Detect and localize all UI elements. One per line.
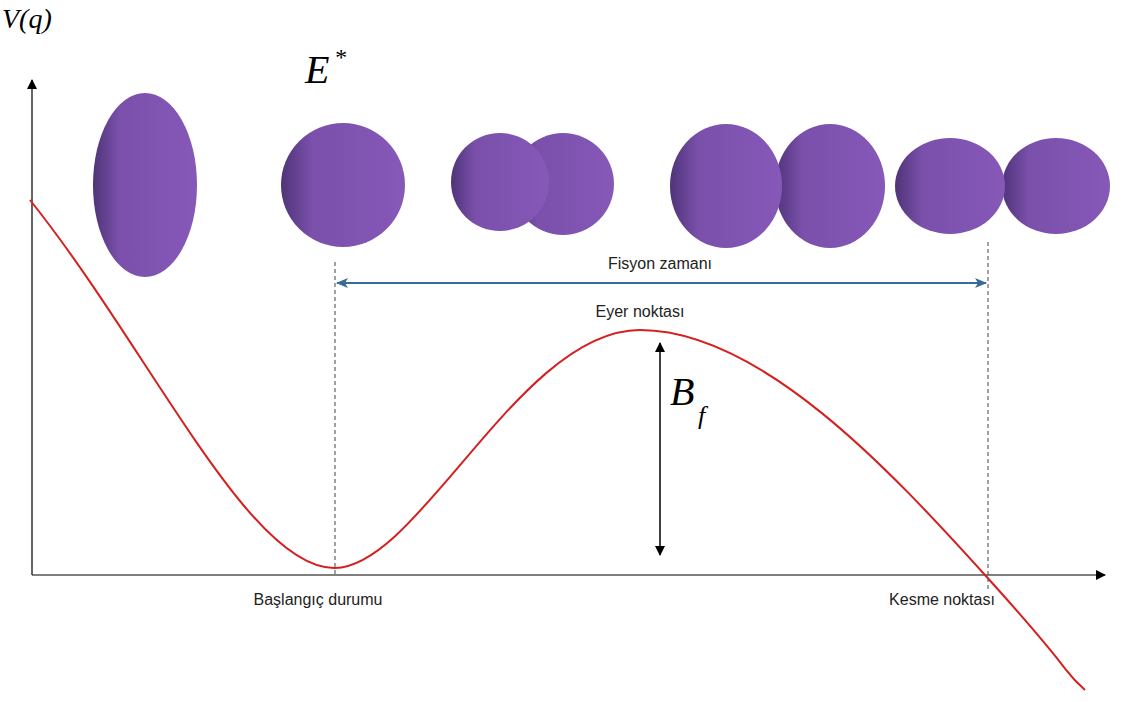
label: B bbox=[670, 370, 694, 414]
prolate-nucleus bbox=[93, 93, 197, 277]
time-arrow bbox=[337, 282, 986, 284]
fragment bbox=[451, 133, 549, 231]
guide-line bbox=[988, 242, 989, 590]
label: Kesme noktası bbox=[887, 591, 997, 609]
potential-curve bbox=[30, 200, 1085, 690]
barrier-arrow bbox=[659, 343, 661, 555]
label: E bbox=[305, 48, 329, 92]
fragment bbox=[1002, 138, 1110, 234]
x-axis bbox=[32, 574, 1105, 575]
label: Fisyon zamanı bbox=[608, 255, 712, 273]
label: Başlangıç durumu bbox=[254, 591, 383, 609]
label: f bbox=[698, 402, 705, 431]
spherical-nucleus bbox=[281, 123, 405, 247]
y-axis bbox=[31, 80, 32, 575]
guide-line bbox=[335, 262, 336, 575]
label: V(q) bbox=[2, 4, 52, 35]
fragment bbox=[895, 138, 1005, 234]
fragment bbox=[775, 124, 885, 248]
label: Eyer noktası bbox=[596, 303, 685, 321]
fragment bbox=[670, 124, 782, 248]
label: * bbox=[334, 44, 346, 70]
